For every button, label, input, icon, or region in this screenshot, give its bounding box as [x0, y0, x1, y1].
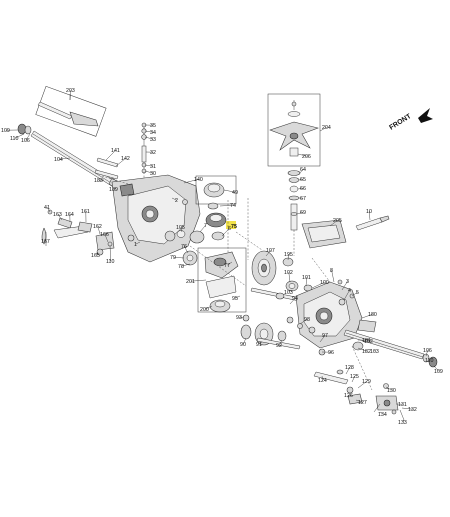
callout-label-131: 131	[398, 402, 407, 408]
callout-label-183: 183	[94, 178, 103, 184]
ring-gear-107	[252, 251, 276, 285]
callout-label-90: 90	[240, 342, 246, 348]
callout-label-92: 92	[276, 343, 282, 349]
callout-label-110: 110	[425, 358, 433, 364]
callout-label-127: 127	[358, 400, 367, 406]
callout-label-142: 142	[121, 156, 130, 162]
callout-label-110: 110	[106, 259, 114, 265]
callout-label-75: 75	[231, 224, 237, 230]
callout-label-164: 164	[65, 212, 74, 218]
callout-label-167: 167	[41, 239, 50, 245]
callout-label-94: 94	[292, 296, 298, 302]
front-label: FRONT	[388, 113, 413, 132]
callout-label-109: 109	[1, 128, 10, 134]
callout-label-10: 10	[366, 209, 372, 215]
callout-label-78: 78	[178, 264, 184, 270]
callout-label-134: 134	[378, 412, 387, 418]
callout-label-67: 67	[300, 196, 306, 202]
callout-label-3: 3	[346, 279, 349, 285]
gasket-205	[302, 220, 346, 248]
callout-label-109: 109	[434, 369, 443, 375]
callout-label-49: 49	[232, 190, 238, 196]
callout-label-165: 165	[91, 253, 100, 259]
callout-label-163: 163	[53, 212, 62, 218]
callout-label-126: 126	[344, 393, 353, 399]
callout-label-4: 4	[348, 288, 351, 294]
callout-label-107: 107	[266, 248, 275, 254]
callout-label-195: 195	[284, 252, 293, 258]
callout-label-141: 141	[111, 148, 120, 154]
callout-label-103: 103	[370, 349, 379, 355]
callout-label-166: 166	[100, 232, 109, 238]
callout-label-95: 95	[232, 296, 238, 302]
callout-label-7: 7	[204, 223, 207, 229]
callout-label-32: 32	[150, 150, 156, 156]
callout-label-76: 76	[181, 244, 187, 250]
callout-label-100: 100	[320, 280, 329, 286]
callout-label-124: 124	[318, 378, 327, 384]
callout-label-33: 33	[150, 137, 156, 143]
callout-label-34: 34	[150, 130, 156, 136]
callout-label-93: 93	[236, 315, 242, 321]
callout-label-35: 35	[150, 123, 156, 129]
callout-label-203: 203	[66, 88, 75, 94]
callout-label-106: 106	[423, 348, 432, 354]
sealant-tube-10	[356, 216, 389, 230]
callout-label-110: 110	[10, 136, 18, 142]
callout-label-5: 5	[356, 290, 359, 296]
callout-label-189: 189	[109, 187, 118, 193]
callout-label-132: 132	[408, 407, 417, 413]
callout-label-79: 79	[170, 255, 176, 261]
callout-label-66: 66	[300, 186, 306, 192]
callout-label-98: 98	[304, 317, 310, 323]
callout-label-130: 130	[387, 388, 396, 394]
callout-label-30: 30	[150, 171, 156, 177]
callout-label-77: 77	[224, 263, 230, 269]
callout-label-31: 31	[150, 164, 156, 170]
callout-label-129: 129	[362, 379, 371, 385]
pulley-stack-64-69	[288, 171, 300, 257]
cooling-fan-204	[268, 94, 320, 166]
callout-label-125: 125	[350, 374, 359, 380]
callout-label-162: 162	[93, 224, 102, 230]
front-arrow-icon	[418, 108, 433, 123]
callout-label-97: 97	[322, 333, 328, 339]
callout-label-1: 1	[134, 242, 137, 248]
callout-label-41: 41	[44, 205, 50, 211]
callout-label-200: 200	[200, 307, 209, 313]
callout-label-105: 105	[176, 225, 185, 231]
callout-label-8: 8	[330, 268, 333, 274]
callout-label-101: 101	[302, 275, 311, 281]
callout-label-204: 204	[322, 125, 331, 131]
callout-label-140: 140	[194, 177, 203, 183]
callout-label-65: 65	[300, 177, 306, 183]
callout-label-96: 96	[328, 350, 334, 356]
brake-parts-124-134	[314, 370, 404, 420]
callout-label-2: 2	[175, 198, 178, 204]
callout-label-161: 161	[81, 209, 90, 215]
callout-label-128: 128	[345, 365, 354, 371]
callout-label-206: 206	[302, 154, 311, 160]
callout-label-91: 91	[256, 342, 262, 348]
callout-label-74: 74	[230, 203, 236, 209]
callout-label-205: 205	[333, 218, 342, 224]
callout-label-102: 102	[364, 339, 373, 345]
front-direction-indicator: FRONT	[388, 108, 433, 132]
callout-label-201: 201	[186, 279, 195, 285]
callout-label-104: 104	[54, 157, 63, 163]
callout-label-64: 64	[300, 167, 306, 173]
callout-label-69: 69	[300, 210, 306, 216]
callout-label-180: 180	[368, 312, 377, 318]
callout-label-106: 106	[21, 138, 30, 144]
callout-label-133: 133	[398, 420, 407, 426]
callout-label-102: 102	[284, 270, 293, 276]
